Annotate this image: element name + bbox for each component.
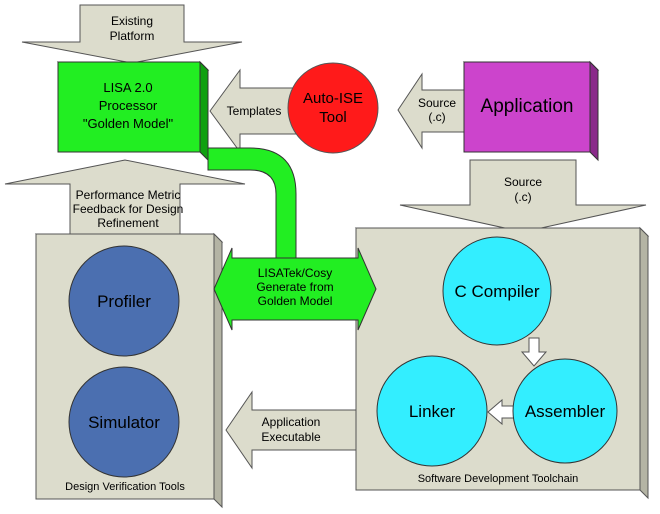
auto-ise-tool-node: Auto-ISE Tool — [287, 62, 379, 154]
feedback-line3: Refinement — [97, 216, 159, 230]
feedback-line1: Performance Metric — [76, 188, 181, 202]
lisa-model-line2: Processor — [99, 98, 158, 113]
simulator-node: Simulator — [68, 366, 180, 478]
lisa-model-line1: LISA 2.0 — [103, 80, 152, 95]
source-top-arrow: Source (.c) — [397, 72, 467, 150]
lisatek-line2: Generate from — [256, 280, 333, 294]
templates-arrow: Templates — [209, 68, 297, 154]
toolchain-label: Software Development Toolchain — [418, 473, 579, 485]
linker-node: Linker — [376, 355, 488, 467]
source-down-line1: Source — [504, 175, 542, 189]
application-label: Application — [481, 96, 574, 117]
profiler-label: Profiler — [97, 292, 151, 311]
lisa-golden-model-box: LISA 2.0 Processor "Golden Model" — [56, 60, 210, 162]
application-box: Application — [462, 60, 600, 162]
templates-label: Templates — [227, 104, 282, 118]
source-down-arrow: Source (.c) — [399, 159, 647, 233]
assembler-node: Assembler — [512, 358, 618, 464]
existing-platform-line1: Existing — [111, 14, 153, 28]
assembler-label: Assembler — [525, 402, 606, 421]
feedback-arrow: Performance Metric Feedback for Design R… — [4, 159, 246, 235]
executable-line2: Executable — [261, 430, 321, 444]
source-top-line1: Source — [418, 96, 456, 110]
simulator-label: Simulator — [88, 413, 160, 432]
executable-line1: Application — [262, 415, 321, 429]
lisatek-line3: Golden Model — [258, 294, 333, 308]
verification-tools-label: Design Verification Tools — [65, 481, 185, 493]
c-compiler-label: C Compiler — [454, 282, 539, 301]
auto-ise-line1: Auto-ISE — [303, 90, 363, 107]
c-compiler-node: C Compiler — [442, 236, 552, 346]
source-down-line2: (.c) — [514, 190, 531, 204]
auto-ise-line2: Tool — [319, 109, 347, 126]
source-top-line2: (.c) — [428, 110, 445, 124]
lisa-model-line3: "Golden Model" — [83, 116, 174, 131]
linker-label: Linker — [409, 402, 456, 421]
feedback-line2: Feedback for Design — [73, 202, 184, 216]
lisatek-line1: LISATek/Cosy — [258, 266, 332, 280]
compiler-to-assembler-arrow — [520, 337, 548, 367]
existing-platform-line2: Platform — [110, 29, 155, 43]
executable-arrow: Application Executable — [225, 390, 357, 470]
existing-platform-arrow: Existing Platform — [21, 4, 243, 64]
lisatek-double-arrow: LISATek/Cosy Generate from Golden Model — [213, 247, 377, 331]
profiler-node: Profiler — [68, 245, 180, 357]
